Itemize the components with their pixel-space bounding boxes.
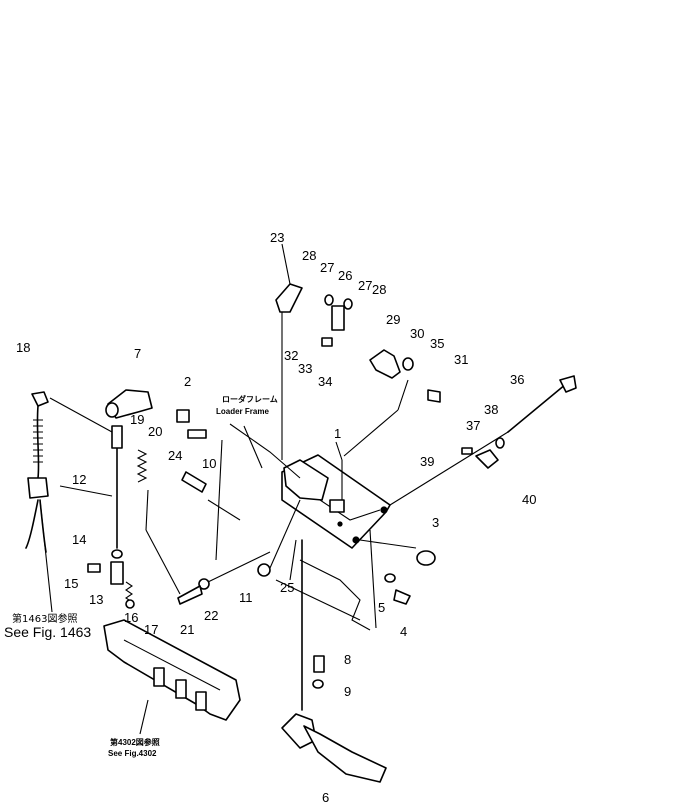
callout-3: 3 (432, 515, 439, 530)
callout-11: 11 (239, 590, 253, 605)
callout-27b: 27 (358, 278, 372, 293)
callout-29: 29 (386, 312, 400, 327)
leader-lines (39, 243, 509, 735)
reference-labels: ローダフレーム Loader Frame 第1463図参照 See Fig. 1… (4, 394, 278, 758)
callout-19: 19 (130, 412, 144, 427)
callout-numbers: 1 2 3 4 5 6 7 8 9 10 11 12 13 14 15 16 1… (16, 230, 536, 803)
callout-24: 24 (168, 448, 182, 463)
callout-23: 23 (270, 230, 284, 245)
callout-25: 25 (280, 580, 294, 595)
callout-28a: 28 (302, 248, 316, 263)
fig1463-en: See Fig. 1463 (4, 624, 91, 640)
callout-4: 4 (400, 624, 407, 639)
fig4302-jp: 第4302図参照 (110, 737, 160, 747)
callout-18: 18 (16, 340, 30, 355)
callout-14: 14 (72, 532, 86, 547)
misc-parts (87, 409, 411, 609)
callout-32: 32 (284, 348, 298, 363)
rod-assembly (110, 425, 124, 585)
callout-31: 31 (454, 352, 468, 367)
callout-16: 16 (124, 610, 138, 625)
callout-12: 12 (72, 472, 86, 487)
callout-8: 8 (344, 652, 351, 667)
callout-20: 20 (148, 424, 162, 439)
bracket-plate (281, 454, 391, 549)
callout-1: 1 (334, 426, 341, 441)
control-cable (25, 391, 49, 553)
callout-27a: 27 (320, 260, 334, 275)
lever-7 (105, 389, 153, 419)
pedal-assembly (281, 539, 387, 783)
loader-frame-bracket (103, 619, 241, 721)
callout-5: 5 (378, 600, 385, 615)
callout-40: 40 (522, 492, 536, 507)
callout-2: 2 (184, 374, 191, 389)
loader-frame-outline (215, 423, 377, 631)
callout-28b: 28 (372, 282, 386, 297)
callout-38: 38 (484, 402, 498, 417)
callout-39: 39 (420, 454, 434, 469)
callout-15: 15 (64, 576, 78, 591)
callout-36: 36 (510, 372, 524, 387)
callout-26: 26 (338, 268, 352, 283)
callout-21: 21 (180, 622, 194, 637)
callout-34: 34 (318, 374, 332, 389)
fig4302-en: See Fig.4302 (108, 749, 157, 758)
rod-36 (507, 375, 577, 433)
callout-9: 9 (344, 684, 351, 699)
callout-30: 30 (410, 326, 424, 341)
loader-frame-en: Loader Frame (216, 407, 269, 416)
callout-17: 17 (144, 622, 158, 637)
callout-10: 10 (202, 456, 216, 471)
callout-22: 22 (204, 608, 218, 623)
springs (125, 449, 148, 603)
top-cluster (275, 283, 353, 347)
callout-37: 37 (466, 418, 480, 433)
callout-13: 13 (89, 592, 103, 607)
right-cluster (369, 349, 505, 566)
callout-7: 7 (134, 346, 141, 361)
callout-35: 35 (430, 336, 444, 351)
callout-33: 33 (298, 361, 312, 376)
fig1463-jp: 第1463図参照 (12, 612, 77, 625)
loader-frame-jp: ローダフレーム (222, 394, 278, 404)
callout-6: 6 (322, 790, 329, 803)
